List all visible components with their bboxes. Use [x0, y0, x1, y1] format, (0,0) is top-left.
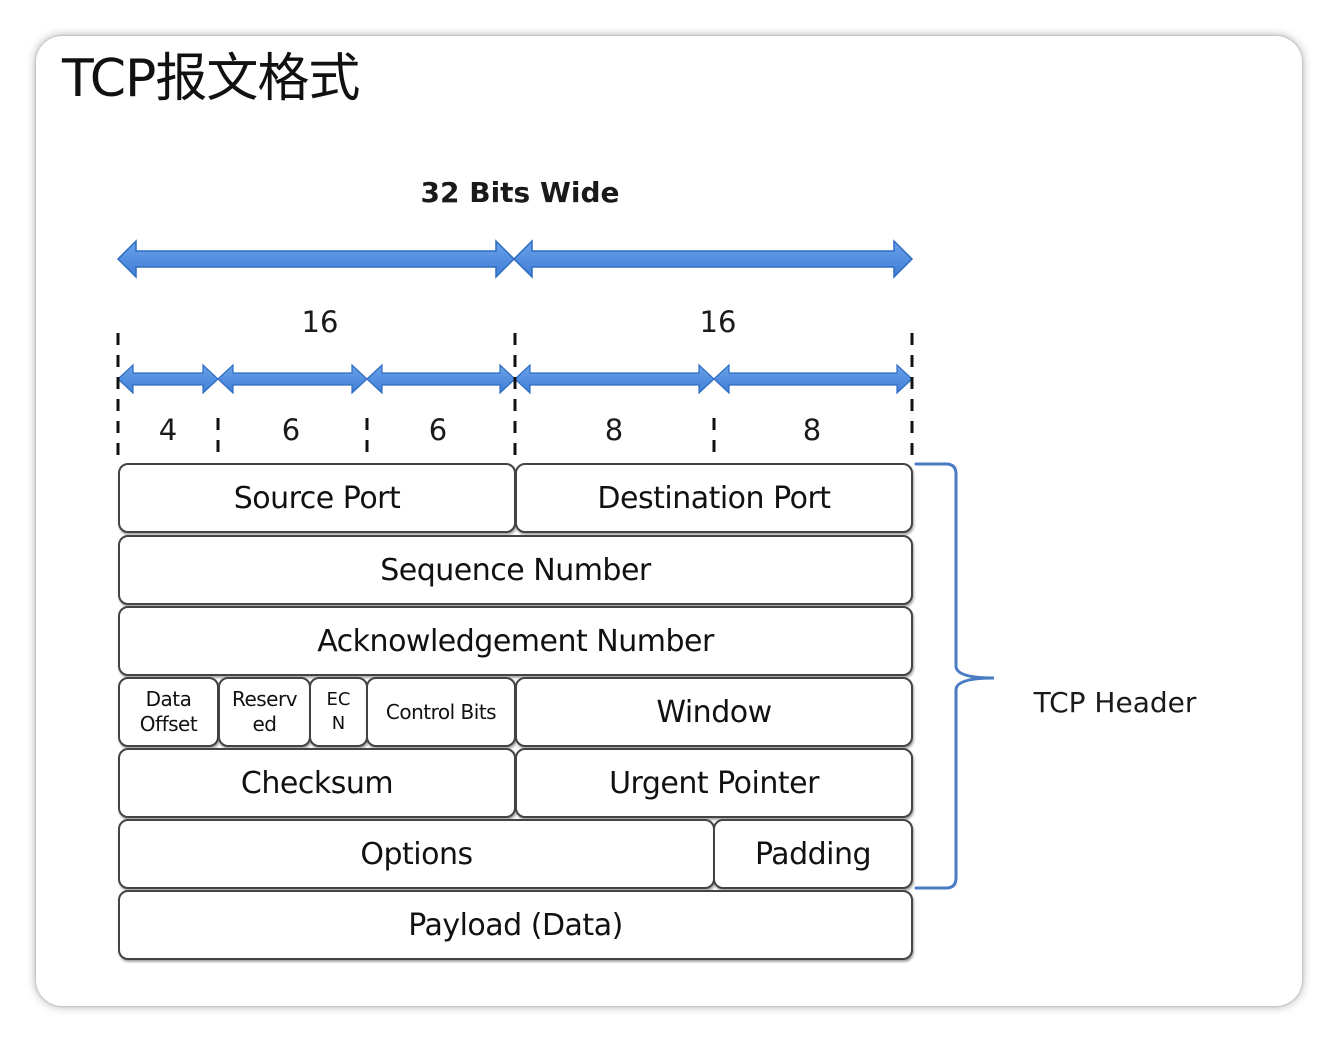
half-width-label-left: 16 — [301, 305, 339, 339]
arrow-32-bits-right — [512, 239, 914, 279]
destination-port-field: Destination Port — [515, 463, 913, 533]
options-field: Options — [118, 819, 715, 889]
padding-field: Padding — [713, 819, 913, 889]
arrow-32-bits-left — [116, 239, 516, 279]
acknowledgement-number-field: Acknowledgement Number — [118, 606, 913, 676]
reserved-label-line1: Reserv — [231, 687, 298, 711]
reserved-field: Reserv ed — [218, 677, 311, 747]
arrow-field-4 — [117, 363, 219, 395]
window-field: Window — [515, 677, 913, 747]
payload-field: Payload (Data) — [118, 890, 913, 960]
data-offset-label-line1: Data — [145, 687, 192, 711]
arrow-field-8a — [514, 363, 715, 395]
urgent-pointer-label: Urgent Pointer — [609, 765, 819, 801]
data-offset-field: Data Offset — [118, 677, 219, 747]
field-width-label-reserved: 6 — [281, 413, 301, 447]
reserved-label-line2: ed — [252, 712, 278, 736]
sequence-number-label: Sequence Number — [380, 552, 651, 588]
tcp-header-bracket — [914, 462, 995, 890]
checksum-label: Checksum — [240, 765, 394, 801]
field-width-label-window-low: 8 — [802, 413, 822, 447]
field-width-label-data-offset: 4 — [158, 413, 178, 447]
window-label: Window — [656, 694, 772, 730]
source-port-field: Source Port — [118, 463, 516, 533]
arrow-field-6b — [366, 363, 516, 395]
ecn-label-line2: N — [331, 713, 346, 734]
field-width-label-window-high: 8 — [604, 413, 624, 447]
bit-divider-lines — [116, 333, 914, 462]
half-width-label-right: 16 — [699, 305, 737, 339]
control-bits-field: Control Bits — [366, 677, 516, 747]
bits-wide-label: 32 Bits Wide — [420, 176, 620, 209]
field-width-label-control: 6 — [428, 413, 448, 447]
tcp-header-label: TCP Header — [1033, 686, 1197, 719]
payload-label: Payload (Data) — [408, 907, 623, 943]
options-label: Options — [360, 836, 473, 872]
source-port-label: Source Port — [233, 480, 401, 516]
arrow-field-6a — [217, 363, 368, 395]
page-title: TCP报文格式 — [62, 49, 360, 109]
checksum-field: Checksum — [118, 748, 516, 818]
ecn-field: EC N — [309, 677, 368, 747]
padding-label: Padding — [754, 836, 872, 872]
sequence-number-field: Sequence Number — [118, 535, 913, 605]
urgent-pointer-field: Urgent Pointer — [515, 748, 913, 818]
destination-port-label: Destination Port — [597, 480, 831, 516]
arrow-field-8b — [713, 363, 913, 395]
acknowledgement-number-label: Acknowledgement Number — [317, 623, 714, 659]
ecn-label-line1: EC — [326, 689, 351, 710]
control-bits-label: Control Bits — [385, 699, 497, 724]
data-offset-label-line2: Offset — [139, 712, 198, 736]
